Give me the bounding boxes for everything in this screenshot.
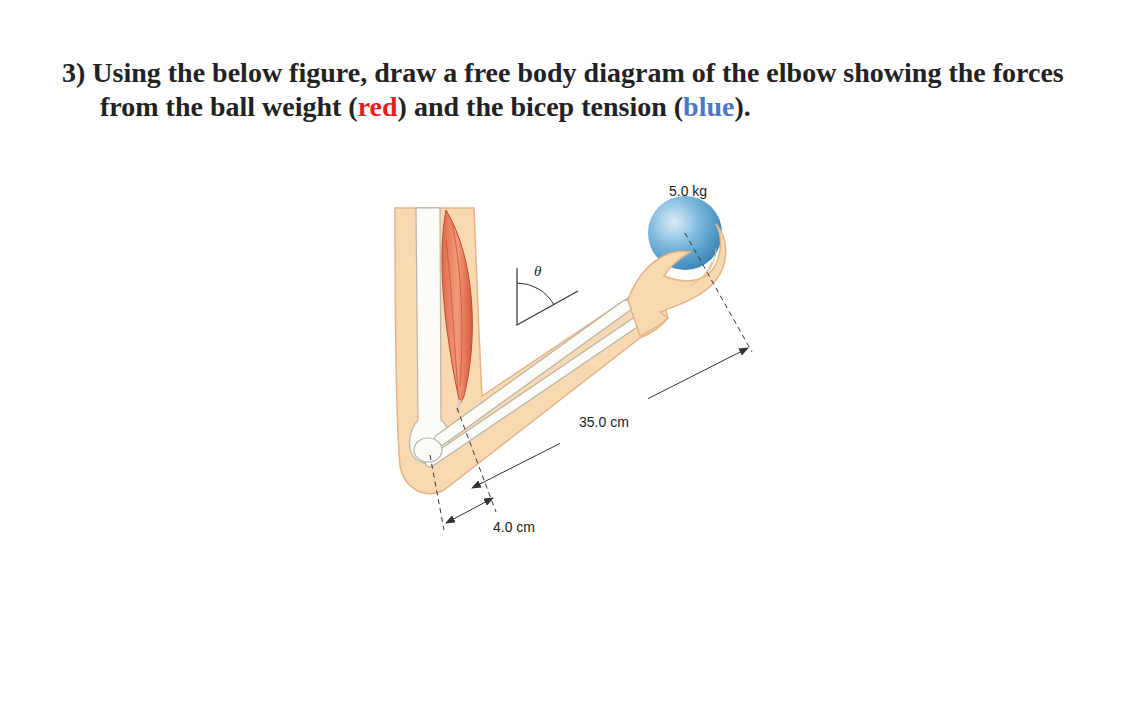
dimension-line xyxy=(472,443,560,488)
dimension-label: 35.0 cm xyxy=(577,414,631,430)
leader-line xyxy=(457,408,496,512)
muscle-fibre xyxy=(446,222,462,392)
hand xyxy=(628,224,726,336)
angle-arc xyxy=(517,283,554,305)
angle-symbol: θ xyxy=(534,263,541,280)
dimension-label: 4.0 cm xyxy=(491,519,537,535)
arm-skin xyxy=(395,208,668,494)
dimension-line xyxy=(446,498,493,523)
highlight-word: blue xyxy=(683,91,734,122)
angle-marker xyxy=(517,268,578,325)
biceps-muscle xyxy=(442,210,472,404)
leader-line xyxy=(430,455,444,530)
highlight-word: red xyxy=(358,91,398,122)
leader-line xyxy=(685,233,752,352)
dimension-line xyxy=(648,348,748,399)
elbow-joint xyxy=(414,438,442,462)
mass-label: 5.0 kg xyxy=(669,183,707,199)
question-title: 3) Using the below figure, draw a free b… xyxy=(62,56,1082,124)
